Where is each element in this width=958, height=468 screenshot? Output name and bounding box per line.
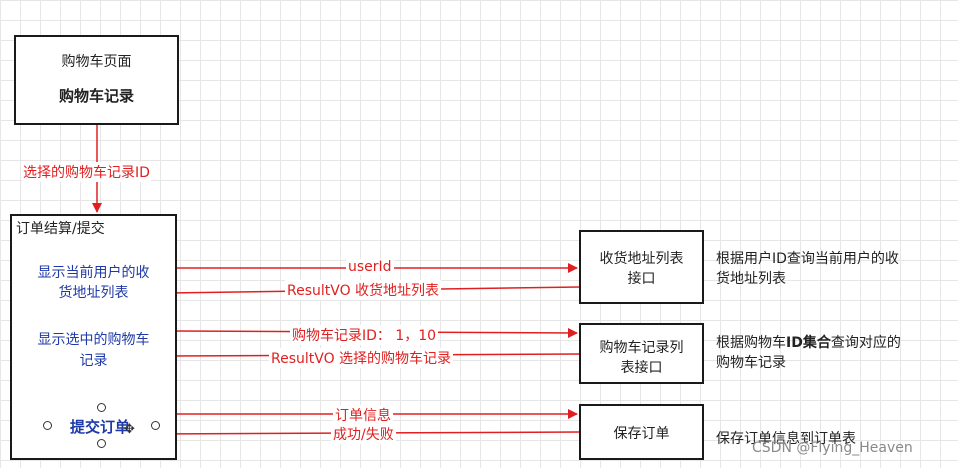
checkout-address-line2: 货地址列表: [58, 285, 129, 301]
address-api-box: 收货地址列表 接口: [579, 230, 704, 304]
cart-note-line2: 购物车记录: [716, 355, 786, 371]
cart-page-subtitle: 购物车记录: [58, 87, 134, 105]
save-order-note: 保存订单信息到订单表: [716, 431, 856, 447]
cart-note-part-a: 根据购物车: [716, 335, 786, 351]
arrow-label-cart-ids: 购物车记录ID： 1，10: [290, 325, 439, 345]
selection-handle-top[interactable]: [97, 403, 106, 412]
address-api-line2: 接口: [627, 271, 656, 287]
save-order-label: 保存订单: [613, 426, 670, 442]
cart-note-part-c: 查询对应的: [830, 335, 901, 351]
cart-note-part-b: ID集合: [786, 335, 831, 351]
checkout-cart-line1: 显示选中的购物车: [37, 332, 150, 348]
move-cursor-icon: ✥: [124, 422, 135, 437]
selection-handle-left[interactable]: [43, 421, 52, 430]
edge-label-selected-ids: 选择的购物车记录ID: [22, 162, 151, 182]
address-api-line1: 收货地址列表: [599, 251, 684, 267]
submit-order-button[interactable]: 提交订单: [70, 418, 131, 436]
selection-handle-bottom[interactable]: [97, 439, 106, 448]
selection-handle-right[interactable]: [151, 421, 160, 430]
arrow-label-address-result: ResultVO 收货地址列表: [285, 280, 442, 300]
watermark: CSDN @Flying_Heaven: [752, 440, 913, 456]
checkout-address-line1: 显示当前用户的收: [37, 265, 150, 281]
arrow-label-cart-result: ResultVO 选择的购物车记录: [269, 348, 454, 368]
arrow-label-result: 成功/失败: [331, 424, 396, 444]
address-note-line1: 根据用户ID查询当前用户的收: [716, 251, 899, 267]
cart-api-box: 购物车记录列 表接口: [579, 323, 704, 384]
checkout-cart-line2: 记录: [79, 353, 108, 369]
cart-api-line2: 表接口: [620, 360, 663, 376]
checkout-title: 订单结算/提交: [16, 221, 105, 237]
cart-page-title: 购物车页面: [61, 54, 132, 70]
cart-api-line1: 购物车记录列: [599, 340, 684, 356]
arrow-label-order-info: 订单信息: [333, 405, 393, 425]
checkout-box: 订单结算/提交 显示当前用户的收 货地址列表 显示选中的购物车 记录 提交订单: [10, 214, 177, 460]
save-order-box: 保存订单: [579, 404, 704, 460]
address-note-line2: 货地址列表: [716, 271, 786, 287]
cart-page-box: 购物车页面 购物车记录: [14, 35, 179, 125]
cart-note-line1: 根据购物车ID集合查询对应的: [716, 332, 901, 352]
arrow-label-user-id: userId: [346, 259, 394, 275]
